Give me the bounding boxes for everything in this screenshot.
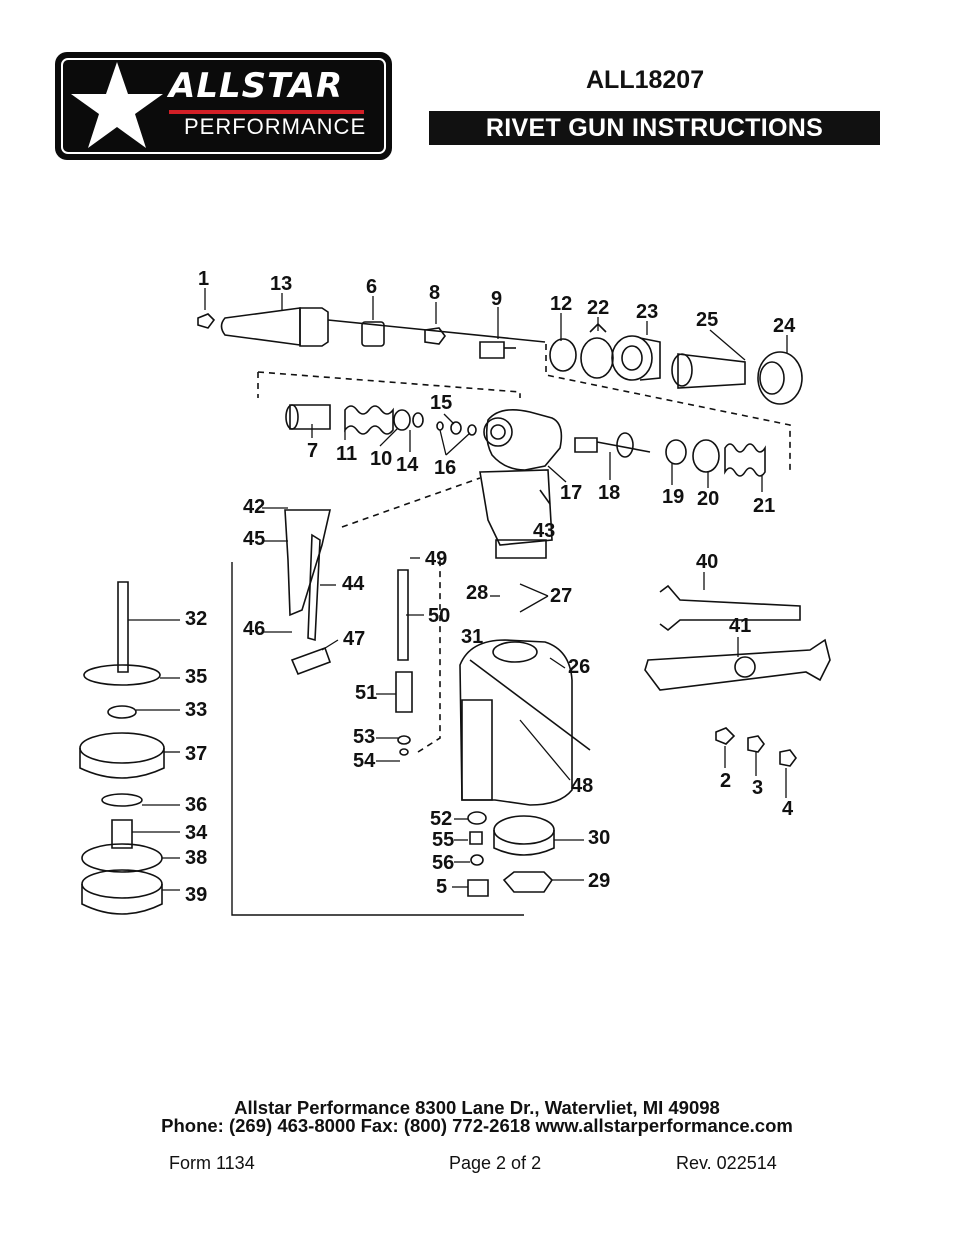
label-50: 50 (428, 605, 450, 627)
label-35: 35 (185, 666, 207, 688)
label-40: 40 (696, 551, 718, 573)
label-16: 16 (434, 457, 456, 479)
logo-sub-text: PERFORMANCE (184, 114, 367, 139)
label-34: 34 (185, 822, 208, 844)
label-52: 52 (430, 808, 452, 830)
label-6: 6 (366, 276, 377, 298)
label-5: 5 (436, 876, 447, 898)
label-10: 10 (370, 448, 392, 470)
label-13: 13 (270, 273, 292, 295)
label-11: 11 (336, 443, 357, 465)
label-1: 1 (198, 268, 209, 290)
label-33: 33 (185, 699, 207, 721)
label-17: 17 (560, 482, 582, 504)
label-31: 31 (461, 626, 483, 648)
label-22: 22 (587, 297, 609, 319)
label-7: 7 (307, 440, 318, 462)
label-25: 25 (696, 309, 718, 331)
label-46: 46 (243, 618, 265, 640)
label-54: 54 (353, 750, 376, 772)
star-icon (71, 62, 163, 148)
label-32: 32 (185, 608, 207, 630)
footer-address: Allstar Performance 8300 Lane Dr., Water… (234, 1097, 720, 1118)
part-number-labels: 1 2 3 4 5 6 7 8 9 10 11 12 13 14 15 16 1… (185, 268, 796, 906)
label-26: 26 (568, 656, 590, 678)
label-44: 44 (342, 573, 365, 595)
label-18: 18 (598, 482, 620, 504)
label-41: 41 (729, 615, 751, 637)
label-19: 19 (662, 486, 684, 508)
label-43: 43 (533, 520, 555, 542)
label-21: 21 (753, 495, 775, 517)
label-51: 51 (355, 682, 377, 704)
label-48: 48 (571, 775, 593, 797)
label-29: 29 (588, 870, 610, 892)
label-38: 38 (185, 847, 207, 869)
page-number: Page 2 of 2 (449, 1153, 542, 1173)
label-20: 20 (697, 488, 719, 510)
label-4: 4 (782, 798, 794, 820)
label-28: 28 (466, 582, 488, 604)
label-14: 14 (396, 454, 419, 476)
page-title: RIVET GUN INSTRUCTIONS (429, 111, 880, 145)
revision: Rev. 022514 (676, 1153, 777, 1173)
label-45: 45 (243, 528, 265, 550)
label-8: 8 (429, 282, 440, 304)
logo-red-stripe (169, 110, 364, 114)
label-47: 47 (343, 628, 365, 650)
label-53: 53 (353, 726, 375, 748)
label-37: 37 (185, 743, 207, 765)
leader-lines (128, 288, 788, 891)
label-39: 39 (185, 884, 207, 906)
logo-brand-text: ALLSTAR (169, 66, 344, 106)
label-27: 27 (550, 585, 572, 607)
label-30: 30 (588, 827, 610, 849)
allstar-logo: ALLSTAR PERFORMANCE (57, 54, 390, 158)
part-number: ALL18207 (586, 66, 705, 94)
label-9: 9 (491, 288, 502, 310)
label-23: 23 (636, 301, 658, 323)
logo-border (61, 58, 386, 154)
label-55: 55 (432, 829, 454, 851)
label-15: 15 (430, 392, 452, 414)
label-24: 24 (773, 315, 796, 337)
form-number: Form 1134 (169, 1153, 255, 1173)
label-49: 49 (425, 548, 447, 570)
label-12: 12 (550, 293, 572, 315)
label-42: 42 (243, 496, 265, 518)
label-56: 56 (432, 852, 454, 874)
label-2: 2 (720, 770, 731, 792)
label-3: 3 (752, 777, 763, 799)
label-36: 36 (185, 794, 207, 816)
footer-contact: Phone: (269) 463-8000 Fax: (800) 772-261… (161, 1115, 793, 1136)
diagram-drawing (79, 307, 831, 916)
